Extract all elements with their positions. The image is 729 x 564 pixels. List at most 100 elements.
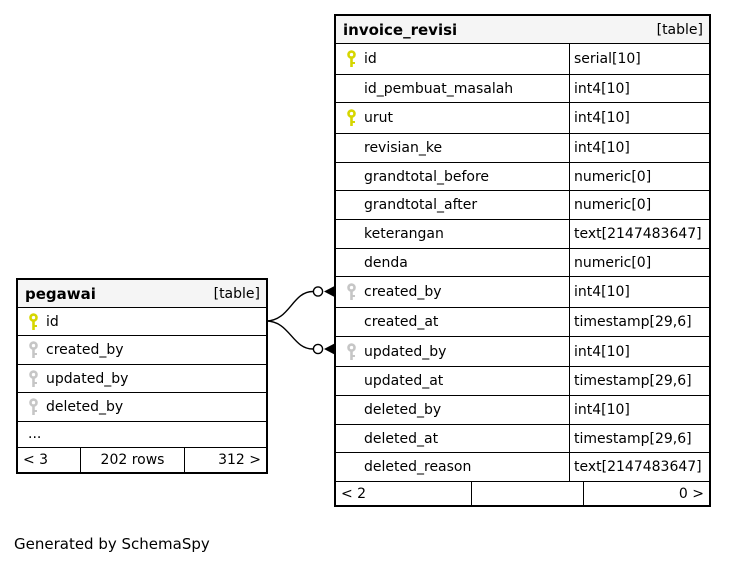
column-name-cell: updated_by: [336, 337, 569, 367]
column-name-cell: deleted_reason: [336, 453, 569, 481]
column-name: updated_at: [364, 373, 444, 390]
key-icon-slot: [27, 341, 46, 359]
column-name-cell: deleted_by: [336, 396, 569, 424]
table-footer-invoice-revisi: < 2 0 >: [336, 481, 709, 505]
column-type: int4[10]: [569, 134, 709, 162]
column-type: int4[10]: [569, 336, 709, 367]
table-header-invoice-revisi[interactable]: invoice_revisi [table]: [336, 16, 709, 44]
column-row-updated_by: updated_by: [18, 363, 266, 392]
table-type-badge: [table]: [213, 285, 260, 302]
key-icon-slot: [345, 342, 364, 361]
column-row-deleted_at: deleted_at timestamp[29,6]: [336, 423, 709, 453]
column-name-cell: id: [18, 308, 266, 335]
column-name-cell: updated_at: [336, 367, 569, 395]
column-name-cell: keterangan: [336, 220, 569, 248]
key-icon-slot: [345, 50, 364, 68]
column-name-cell: deleted_by: [18, 393, 266, 420]
column-name-cell: created_at: [336, 308, 569, 336]
column-type: numeric[0]: [569, 191, 709, 220]
primary-key-icon: [347, 109, 356, 127]
column-name-cell: id: [336, 44, 569, 74]
generated-by-note: Generated by SchemaSpy: [14, 535, 210, 553]
foreign-key-icon: [29, 398, 38, 415]
column-type: int4[10]: [569, 396, 709, 424]
column-name-cell: deleted_at: [336, 425, 569, 453]
primary-key-icon: [347, 50, 356, 67]
column-name-cell: urut: [336, 103, 569, 133]
column-name: grandtotal_before: [364, 168, 490, 185]
column-row-deleted_by: deleted_by: [18, 392, 266, 420]
zero-cardinality-circle: [312, 343, 324, 355]
foreign-key-icon: [347, 342, 356, 360]
column-name: denda: [364, 254, 408, 271]
row-count: [471, 482, 583, 505]
column-name: created_at: [364, 313, 439, 330]
many-arrowhead: [324, 343, 335, 355]
column-type: timestamp[29,6]: [569, 367, 709, 396]
foreign-key-icon: [29, 341, 38, 359]
column-name: id_pembuat_masalah: [364, 80, 514, 97]
column-name-cell: created_by: [336, 277, 569, 307]
relationship-connectors: [265, 285, 335, 355]
column-row-deleted_reason: deleted_reason text[2147483647]: [336, 452, 709, 482]
column-name: ...: [28, 426, 42, 443]
column-row-created_by: created_by int4[10]: [336, 276, 709, 308]
column-name: created_by: [364, 284, 442, 301]
key-icon-slot: [345, 109, 364, 127]
key-icon-slot: [27, 398, 46, 416]
column-type: timestamp[29,6]: [569, 424, 709, 453]
table-header-pegawai[interactable]: pegawai [table]: [18, 280, 266, 308]
zero-cardinality-circle: [312, 286, 324, 297]
column-name: updated_by: [46, 370, 129, 387]
column-name-cell: revisian_ke: [336, 134, 569, 162]
relationship-edge-created-by: [265, 285, 335, 322]
column-name-cell: grandtotal_before: [336, 163, 569, 191]
column-type: text[2147483647]: [569, 453, 709, 482]
related-children-count: 312 >: [184, 448, 266, 472]
foreign-key-icon: [29, 369, 38, 387]
column-name: id: [46, 313, 59, 330]
column-row-created_by: created_by: [18, 335, 266, 363]
column-row-updated_at: updated_at timestamp[29,6]: [336, 366, 709, 396]
column-name-cell: created_by: [18, 336, 266, 363]
column-name: updated_by: [364, 343, 447, 360]
table-name: invoice_revisi: [343, 20, 458, 39]
column-row-grandtotal_after: grandtotal_after numeric[0]: [336, 190, 709, 220]
column-name: revisian_ke: [364, 139, 443, 156]
column-name: deleted_reason: [364, 459, 472, 476]
column-name: grandtotal_after: [364, 197, 478, 214]
column-name-cell: updated_by: [18, 365, 266, 392]
column-type: int4[10]: [569, 277, 709, 308]
related-parents-count: < 2: [341, 485, 367, 502]
table-name: pegawai: [25, 284, 96, 303]
column-name: id: [364, 50, 377, 67]
column-type: int4[10]: [569, 74, 709, 103]
column-name-cell: ...: [18, 422, 266, 447]
column-type: timestamp[29,6]: [569, 308, 709, 336]
column-name-cell: grandtotal_after: [336, 191, 569, 219]
related-children-count: 0 >: [583, 482, 709, 505]
key-icon-slot: [345, 283, 364, 301]
key-icon-slot: [27, 313, 46, 331]
key-icon-slot: [27, 369, 46, 388]
column-name: deleted_at: [364, 430, 439, 447]
column-row-deleted_by: deleted_by int4[10]: [336, 395, 709, 424]
row-count: 202 rows: [80, 448, 184, 472]
many-arrowhead: [324, 285, 335, 298]
column-row-id_pembuat_masalah: id_pembuat_masalah int4[10]: [336, 73, 709, 103]
column-type: text[2147483647]: [569, 220, 709, 248]
column-type: numeric[0]: [569, 248, 709, 277]
column-row-id: id: [18, 308, 266, 335]
column-row-denda: denda numeric[0]: [336, 247, 709, 277]
hidden-columns-row: ...: [18, 420, 266, 447]
column-name-cell: denda: [336, 249, 569, 277]
relationship-edge-updated-by: [265, 320, 335, 355]
column-name: deleted_by: [364, 401, 442, 418]
